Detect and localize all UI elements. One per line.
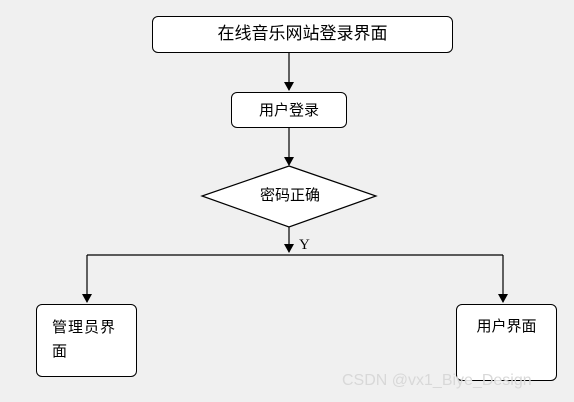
decision-label: 密码正确: [259, 186, 320, 204]
branch-yes-label: Y: [299, 237, 310, 253]
node-user-interface: 用户界面: [456, 304, 557, 381]
watermark-text: CSDN @vx1_Biye_Design: [342, 372, 532, 389]
node-user-login: 用户登录: [231, 92, 347, 128]
node-login-page-title: 在线音乐网站登录界面: [152, 16, 453, 53]
node-admin-interface: 管理员界面: [36, 304, 137, 377]
